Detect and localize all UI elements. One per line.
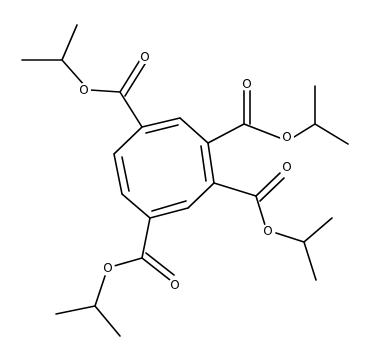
atom-label-oxygen: O	[282, 130, 291, 144]
ring-bond	[141, 117, 181, 128]
isopropyl-bond	[303, 217, 333, 243]
ester-bond	[243, 123, 281, 139]
atom-label-oxygen: O	[140, 50, 149, 64]
carbonyl-double-bond	[119, 59, 141, 93]
isopropyl-bond	[55, 305, 96, 315]
atom-label-oxygen: O	[79, 83, 88, 97]
carbonyl-double-bond	[259, 177, 285, 202]
ring-double-bond-inner	[200, 145, 207, 182]
ester-bond	[94, 275, 106, 307]
ester-bond	[293, 123, 316, 138]
carbonyl-double-bond	[124, 63, 146, 97]
isopropyl-bond	[303, 241, 317, 281]
ester-bond	[113, 257, 143, 267]
atom-label-oxygen: O	[242, 77, 251, 91]
ester-bond	[89, 89, 121, 93]
ester-bond	[61, 59, 86, 87]
ester-bond	[141, 217, 151, 259]
ring-double-bond-inner	[121, 156, 130, 192]
atom-label-oxygen: O	[170, 278, 179, 292]
atom-label-oxygen: O	[103, 261, 112, 275]
ring-bond	[179, 117, 209, 144]
atom-label-layer: O O O O O O O O	[77, 50, 294, 292]
bond-layer	[21, 24, 349, 337]
ring-bond	[113, 126, 143, 155]
atom-label-oxygen: O	[282, 160, 291, 174]
ring-double-bond-inner	[145, 124, 179, 134]
ester-bond	[207, 123, 245, 144]
ring-bond	[149, 207, 189, 219]
isopropyl-bond	[314, 123, 349, 145]
ring-double-bond-inner	[151, 200, 187, 212]
ring-bond	[207, 142, 215, 184]
ring-bond	[121, 193, 151, 219]
atom-label-oxygen: O	[263, 224, 272, 238]
ring-bond	[187, 182, 215, 209]
ester-bond	[213, 182, 257, 197]
ring-bond	[113, 153, 123, 195]
carbonyl-double-bond	[255, 172, 281, 197]
ester-bond	[275, 232, 305, 243]
ester-bond	[255, 195, 266, 226]
isopropyl-bond	[94, 305, 121, 337]
isopropyl-bond	[61, 24, 78, 61]
carbonyl-double-bond	[145, 252, 175, 276]
carbonyl-double-bond	[141, 257, 171, 281]
ester-bond	[119, 91, 143, 128]
